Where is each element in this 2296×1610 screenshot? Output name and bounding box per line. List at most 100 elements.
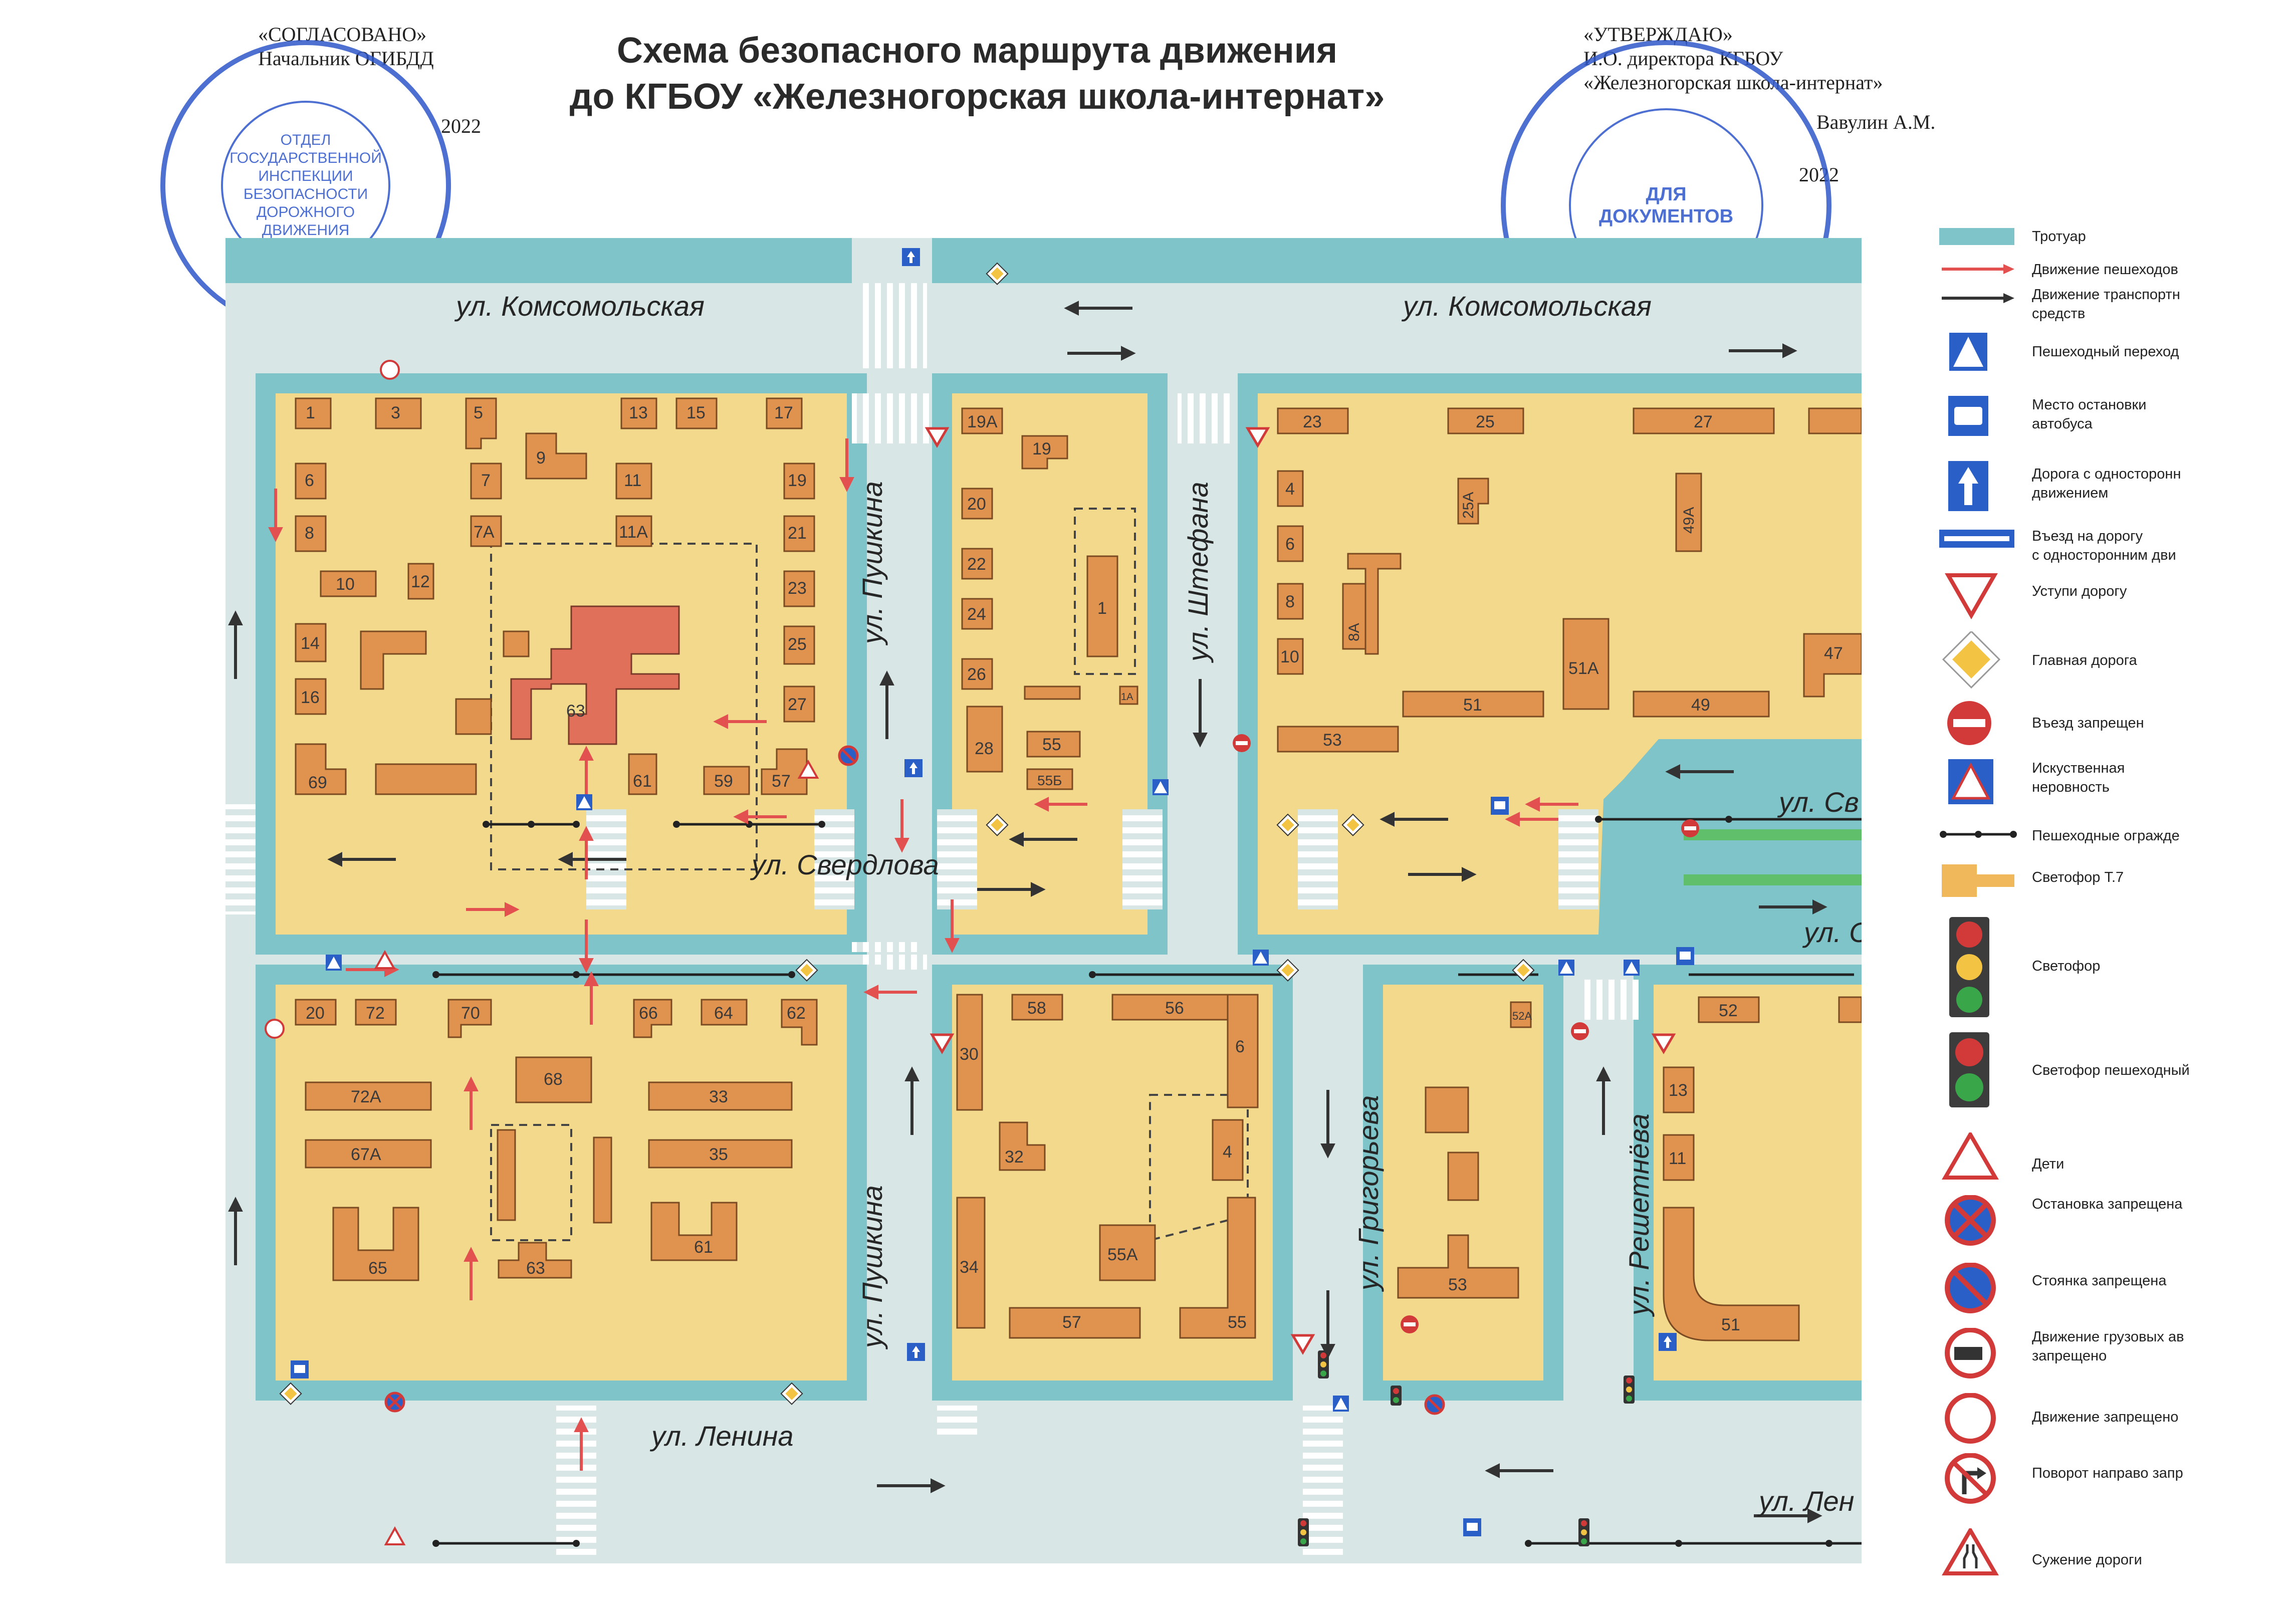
building-64: [701, 999, 748, 1026]
legend-traffic-light: Светофор: [1939, 917, 2290, 1017]
building-number: 11: [1669, 1149, 1686, 1168]
building-6-sc: [1227, 994, 1259, 1108]
vehicle-arrow: [228, 1197, 243, 1265]
building-number: 4: [1223, 1142, 1232, 1162]
bus-stop-sign-icon: [1491, 797, 1509, 815]
street-shtefana: ул. Штефана: [1182, 482, 1214, 663]
building-68: [515, 1056, 592, 1103]
building-10: [320, 570, 377, 597]
legend-label: Дорога с односторонн: [2032, 466, 2181, 482]
building-long: [375, 763, 477, 795]
stamp-right-line-2: ДОКУМЕНТОВ: [1598, 206, 1734, 227]
building-3: [375, 397, 422, 429]
building-l-ne: [1347, 553, 1402, 655]
crosswalk-sign-icon: [1947, 332, 1989, 373]
vehicle-arrow-icon: [1942, 293, 2014, 303]
pedestrian-arrow: [464, 1247, 479, 1300]
legend-label: Главная дорога: [2032, 652, 2137, 668]
building-number: 23: [788, 579, 807, 598]
legend-label: Стоянка запрещена: [2032, 1273, 2167, 1289]
approval-left-date: 2022: [441, 115, 481, 137]
one-way-sign-icon: [902, 248, 920, 266]
no-parking-sign-icon: [1424, 1394, 1445, 1415]
building-number: 55Б: [1037, 773, 1062, 788]
building-4-sc: [1212, 1119, 1244, 1181]
legend-speed-bump: Искуственная неровность: [1939, 759, 2290, 819]
school-building-63: [510, 605, 680, 745]
building-8a: [1342, 583, 1366, 650]
building-55a: [1099, 1224, 1156, 1281]
legend-label: Светофор: [2032, 958, 2101, 974]
legend-label: Поворот направо запр: [2032, 1465, 2183, 1481]
street-lenina-w: ул. Ленина: [649, 1420, 794, 1452]
legend-label: Светофор Т.7: [2032, 869, 2124, 885]
building-72: [355, 999, 397, 1026]
priority-road-sign-icon: [1512, 959, 1535, 982]
sidewalk-north-e: [932, 238, 1862, 283]
fence-posts: [432, 816, 1832, 1547]
crosswalk-sign-icon: [1153, 779, 1169, 795]
stamp-left-line-1: ОТДЕЛ: [280, 132, 331, 148]
building-number: 63: [526, 1259, 545, 1278]
legend-no-parking: Стоянка запрещена: [1939, 1263, 2290, 1323]
building-63-sw: [498, 1242, 572, 1279]
bus-stop-sign-icon: [291, 1360, 309, 1378]
yield-sign-icon: [1651, 1033, 1676, 1054]
vehicle-arrow: [877, 1478, 946, 1493]
building-67a: [305, 1139, 432, 1169]
children-sign-icon: [1942, 1132, 1999, 1180]
building-1a: [1119, 685, 1138, 705]
legend-label: Дети: [2032, 1156, 2064, 1172]
pedestrian-arrow: [1505, 812, 1558, 827]
building-53-ne: [1277, 726, 1399, 753]
building-number: 61: [694, 1238, 713, 1257]
crosswalk: [1558, 809, 1598, 909]
building-6-ne: [1277, 525, 1304, 562]
building-52a: [1510, 1001, 1532, 1028]
pedestrian-arrow: [863, 985, 917, 1000]
building-number: 3: [391, 403, 400, 422]
no-vehicles-sign-icon: [1945, 1393, 1996, 1444]
pedestrian-arrow: [579, 826, 594, 879]
vehicle-arrow: [904, 1066, 920, 1135]
legend-no-right-turn: Поворот направо запр: [1939, 1453, 2290, 1513]
building-number: 27: [1694, 412, 1713, 431]
crosswalk-sign-icon: [1253, 950, 1269, 966]
building-28: [966, 706, 1003, 773]
building-9: [525, 432, 587, 480]
buildings-nw: [295, 397, 815, 795]
priority-road-sign-icon: [986, 262, 1009, 285]
building-number: 8: [1285, 592, 1295, 611]
building-66: [633, 999, 672, 1038]
stamp-left-line-4: БЕЗОПАСНОСТИ: [243, 186, 368, 202]
crosswalks: [225, 283, 1639, 1556]
building-55: [1026, 731, 1081, 758]
building-number: 7А: [474, 523, 495, 542]
building-17: [766, 397, 803, 429]
priority-road-sign-icon: [1942, 631, 2001, 689]
vehicle-arrow: [1485, 1463, 1553, 1478]
legend-one-way-entry: Въезд на дорогу с односторонним дви: [1939, 527, 2290, 587]
building-number: 59: [714, 772, 733, 791]
building-number: 13: [1669, 1081, 1688, 1100]
legend-label: Искуственная: [2032, 760, 2125, 776]
legend-no-vehicles: Движение запрещено: [1939, 1393, 2290, 1453]
building-32: [999, 1121, 1046, 1171]
building-number: 52А: [1512, 1010, 1532, 1022]
crosswalk: [937, 809, 977, 909]
pedestrian-arrow: [584, 971, 599, 1025]
building-number: 35: [709, 1145, 728, 1164]
building-13-se: [1663, 1066, 1695, 1113]
priority-road-sign-icon: [1341, 813, 1364, 836]
building-number: 51А: [1568, 659, 1599, 678]
pedestrian-fence-icon: [1940, 831, 2017, 838]
crosswalk: [1178, 393, 1233, 443]
building-12: [407, 563, 434, 600]
building-number: 68: [544, 1070, 563, 1089]
building-number: 65: [368, 1259, 387, 1278]
vehicle-arrow: [1754, 1508, 1822, 1523]
route-map: ул. Комсомольская ул. Комсомольская ул. …: [225, 238, 1862, 1563]
building-61-sw: [650, 1202, 738, 1261]
legend-label: Движение транспортн: [2032, 287, 2180, 303]
map-road-signs: [265, 248, 1699, 1546]
